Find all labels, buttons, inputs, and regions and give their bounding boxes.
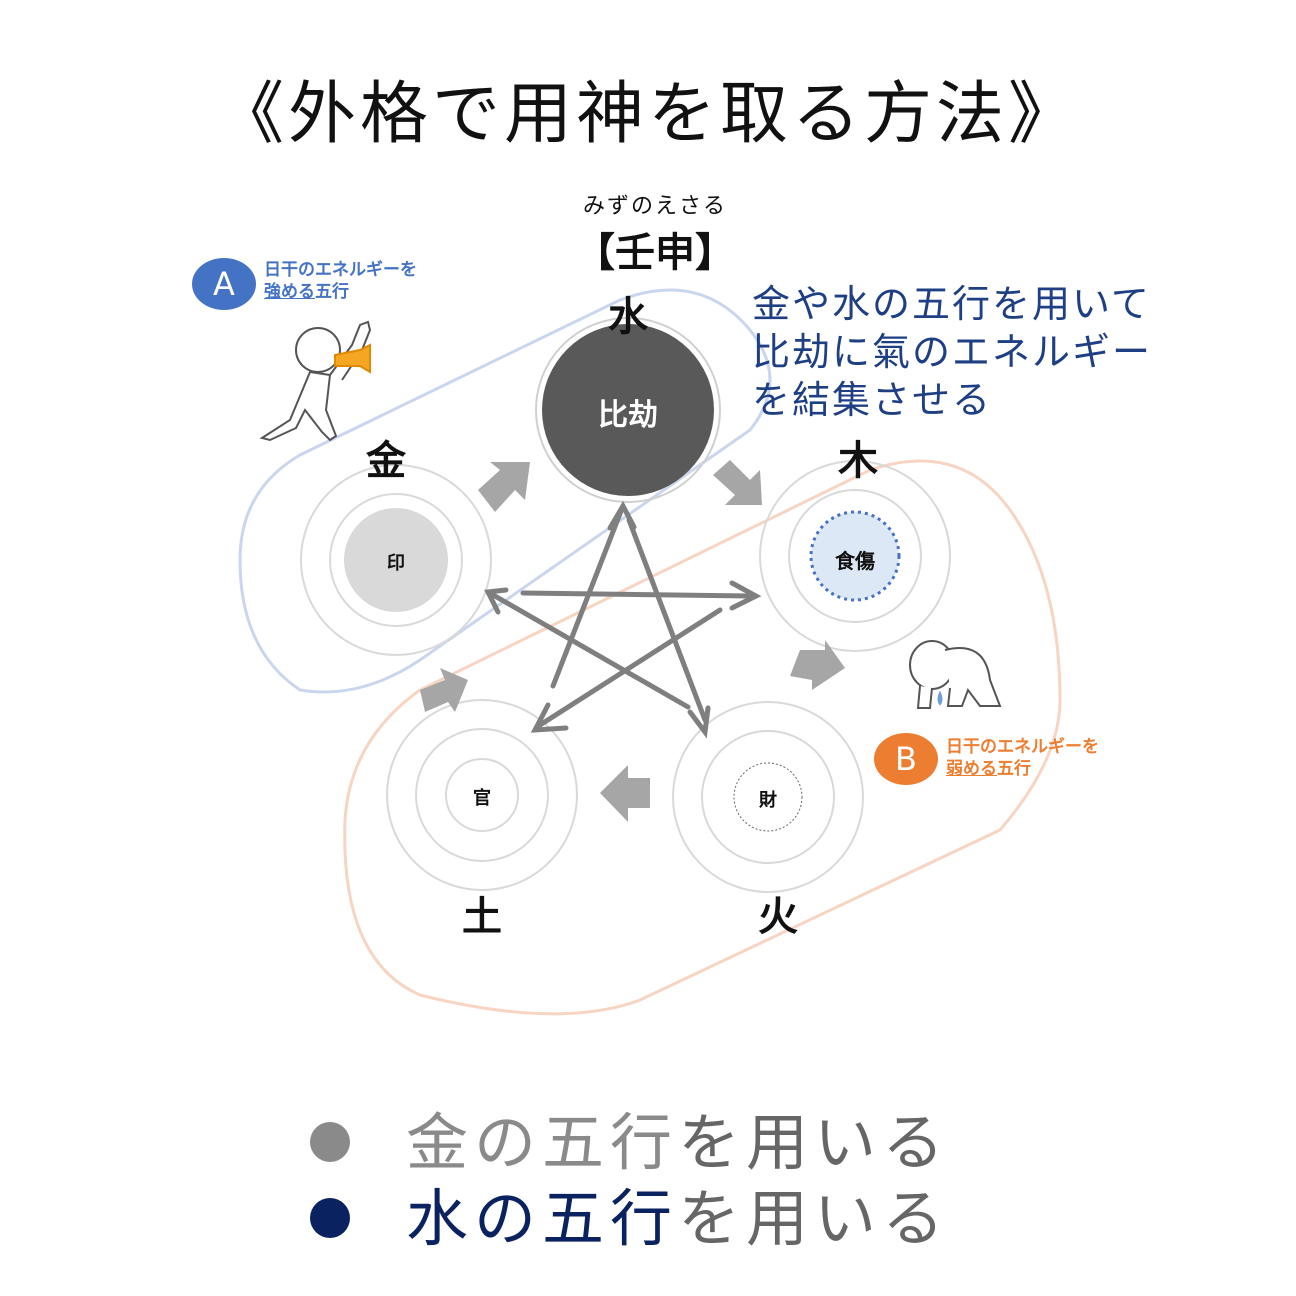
group-a-badge: A [192, 258, 256, 310]
note-line-1: 金や水の五行を用いて [752, 282, 1151, 326]
water-node [535, 317, 721, 503]
legend-metal-highlight: 金の五行 [406, 1106, 679, 1179]
controlling-cycle-star [484, 500, 762, 739]
element-water-label: 水 [608, 293, 648, 340]
fire-node [672, 701, 864, 893]
generating-cycle-arrows [420, 460, 845, 822]
node-kan-label: 官 [473, 788, 491, 809]
group-a-emphasis: 強める [264, 282, 315, 302]
element-earth-label: 土 [462, 893, 502, 940]
node-hikou-label: 比劫 [598, 398, 658, 433]
group-a-line-1: 日干のエネルギーを [264, 260, 417, 280]
element-wood-label: 木 [838, 437, 878, 484]
node-in-label: 印 [387, 553, 405, 574]
group-b-line-2-rest: 五行 [997, 759, 1031, 779]
wood-node [759, 460, 951, 652]
legend-item-water: 水の五行を用いる [310, 1168, 950, 1258]
legend-item-metal: 金の五行を用いる [310, 1092, 950, 1182]
group-a-outline [238, 288, 772, 694]
group-b-outline [343, 459, 1062, 1016]
legend-water-rest: を用いる [678, 1182, 951, 1255]
metal-node [300, 464, 492, 656]
cheering-person-icon [259, 320, 372, 442]
earth-node [386, 699, 578, 891]
group-a-description: 日干のエネルギーを 強める五行 [264, 259, 417, 303]
note-line-3: を結集させる [752, 378, 993, 422]
pillar-label: 【壬申】 [575, 229, 735, 276]
explanation-note: 金や水の五行を用いて 比劫に氣のエネルギー を結集させる [752, 280, 1272, 424]
node-shokushou-label: 食傷 [835, 549, 875, 573]
page-title: 《外格で用神を取る方法》 [215, 75, 1080, 154]
legend-water-highlight: 水の五行 [406, 1182, 679, 1255]
element-metal-label: 金 [366, 437, 406, 484]
group-b-description: 日干のエネルギーを 弱める五行 [946, 736, 1099, 780]
group-b-badge: B [874, 733, 938, 785]
kneeling-person-icon [909, 640, 1002, 709]
group-b-emphasis: 弱める [946, 759, 997, 779]
node-zai-label: 財 [759, 790, 777, 811]
legend-bullet-gray-icon [310, 1121, 350, 1162]
legend-metal-rest: を用いる [678, 1106, 951, 1179]
group-b-line-1: 日干のエネルギーを [946, 737, 1099, 757]
group-a-line-2-rest: 五行 [315, 282, 349, 302]
note-line-2: 比劫に氣のエネルギー [752, 330, 1153, 374]
legend-bullet-navy-icon [310, 1197, 350, 1238]
pillar-ruby: みずのえさる [582, 194, 727, 219]
element-fire-label: 火 [758, 893, 798, 940]
